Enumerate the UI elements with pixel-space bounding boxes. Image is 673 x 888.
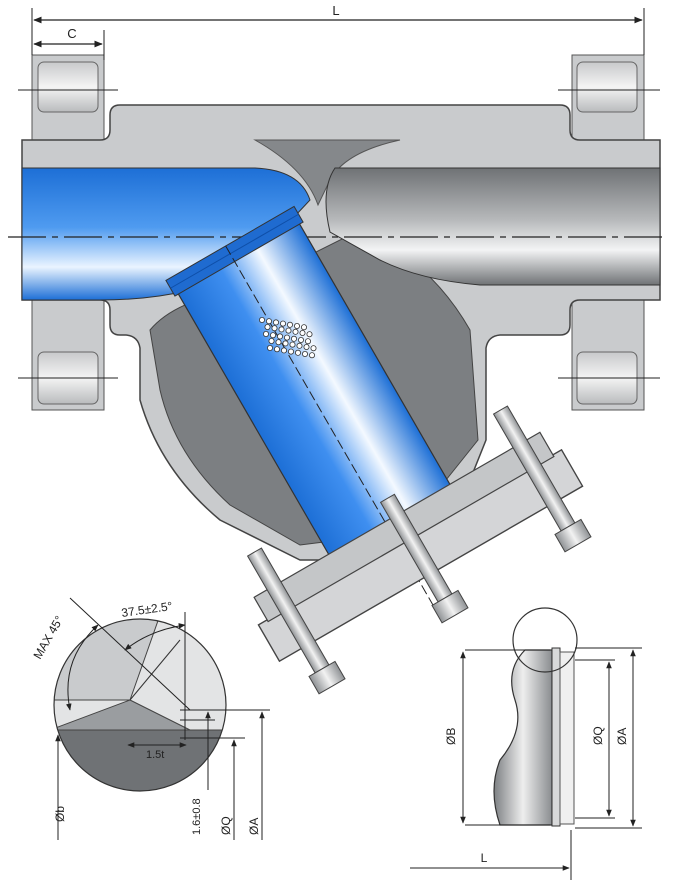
dim-1-6-label: 1.6±0.8: [191, 798, 203, 835]
perforation-dot: [310, 345, 317, 352]
perforation-dot: [282, 340, 289, 347]
cover-assembly: [246, 405, 592, 695]
bevel-angle-label: 37.5±2.5°: [120, 599, 173, 620]
perforation-dot: [287, 348, 294, 355]
perforation-dot: [283, 334, 290, 341]
dim-ob-large-label: ØB: [444, 728, 458, 745]
perforation-dot: [294, 349, 301, 356]
perforation-dot: [293, 322, 300, 329]
perforation-dot: [264, 323, 271, 330]
perforation-dot: [266, 344, 273, 351]
perforation-dot: [300, 324, 307, 331]
perforation-dot: [268, 337, 275, 344]
screen-perforations: [258, 316, 317, 359]
pipe-end-body: [493, 649, 553, 826]
flange-thickness-dimension: C: [33, 26, 105, 60]
perforation-dot: [289, 341, 296, 348]
perforation-dot: [273, 346, 280, 353]
perforation-dot: [275, 339, 282, 346]
perforation-dot: [269, 332, 276, 339]
pipe-end-detail: ØB ØQ ØA L: [410, 607, 642, 880]
dim-oa-large-label: ØA: [615, 728, 629, 745]
perforation-dot: [276, 333, 283, 340]
dim-1-5t-label: 1.5t: [146, 749, 164, 761]
overall-length-dimension: L: [31, 3, 645, 55]
perforation-dot: [285, 327, 292, 334]
perforation-dot: [299, 329, 306, 336]
perforation-dot: [290, 335, 297, 342]
flange-c-label: C: [67, 26, 76, 41]
perforation-dot: [258, 316, 265, 323]
perforation-dot: [265, 318, 272, 325]
dim-ob-small-label: Øb: [53, 806, 67, 822]
perforation-dot: [296, 342, 303, 349]
length-detail-label: L: [481, 851, 488, 865]
perforation-dot: [278, 326, 285, 333]
perforation-dot: [272, 319, 279, 326]
perforation-dot: [286, 321, 293, 328]
weld-bevel-detail: MAX 45° 37.5±2.5° 1.5t Øb 1.6±0.8 ØQ ØA: [30, 597, 270, 840]
perforation-dot: [304, 338, 311, 345]
dim-oq-small-label: ØQ: [219, 816, 233, 835]
max-angle-label: MAX 45°: [30, 613, 66, 661]
perforation-dot: [279, 320, 286, 327]
perforation-dot: [308, 352, 315, 359]
dim-oa-small-label: ØA: [247, 818, 261, 835]
perforation-dot: [306, 331, 313, 338]
perforation-dot: [301, 350, 308, 357]
perforation-dot: [303, 343, 310, 350]
detail-callout-circle: [512, 607, 578, 673]
perforation-dot: [280, 347, 287, 354]
outlet-bore: [325, 167, 661, 286]
perforation-dot: [297, 336, 304, 343]
length-label: L: [332, 3, 339, 18]
perforation-dot: [271, 325, 278, 332]
perforation-dot: [262, 330, 269, 337]
perforation-dot: [292, 328, 299, 335]
dim-oq-large-label: ØQ: [591, 726, 605, 745]
